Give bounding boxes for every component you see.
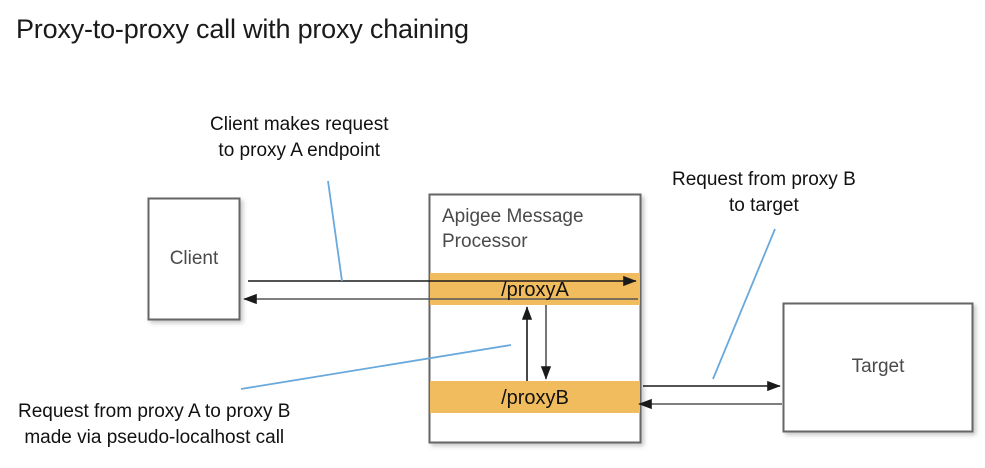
annotation-target-request-line1: Request from proxy B xyxy=(672,169,856,190)
message-processor-label: Apigee Message Processor xyxy=(442,205,584,254)
annotation-chaining-line1: Request from proxy A to proxy B xyxy=(18,401,291,422)
annotation-chaining: Request from proxy A to proxy B made via… xyxy=(18,399,290,450)
proxyb-band xyxy=(430,381,640,413)
annotation-client-request-line2: to proxy A endpoint xyxy=(218,139,381,161)
leader-line-client-annotation xyxy=(327,180,343,282)
annotation-target-request: Request from proxy B to target xyxy=(672,167,856,218)
page-title: Proxy-to-proxy call with proxy chaining xyxy=(16,14,469,44)
annotation-client-request: Client makes request to proxy A endpoint xyxy=(210,112,388,163)
target-box-label: Target xyxy=(851,356,905,377)
proxyb-band-label: /proxyB xyxy=(501,387,569,409)
client-box xyxy=(147,197,241,321)
annotation-target-request-line2: to target xyxy=(729,194,799,216)
message-processor-label-line1: Apigee Message xyxy=(442,206,584,227)
message-processor-label-line2: Processor xyxy=(442,230,528,252)
target-box xyxy=(782,302,974,433)
proxya-band-label: /proxyA xyxy=(501,279,569,301)
annotation-chaining-line2: made via pseudo-localhost call xyxy=(24,426,285,448)
annotation-client-request-line1: Client makes request xyxy=(210,114,389,135)
client-box-label: Client xyxy=(169,248,219,269)
leader-line-target-annotation xyxy=(712,228,776,380)
leader-line-chaining-annotation xyxy=(240,344,512,390)
